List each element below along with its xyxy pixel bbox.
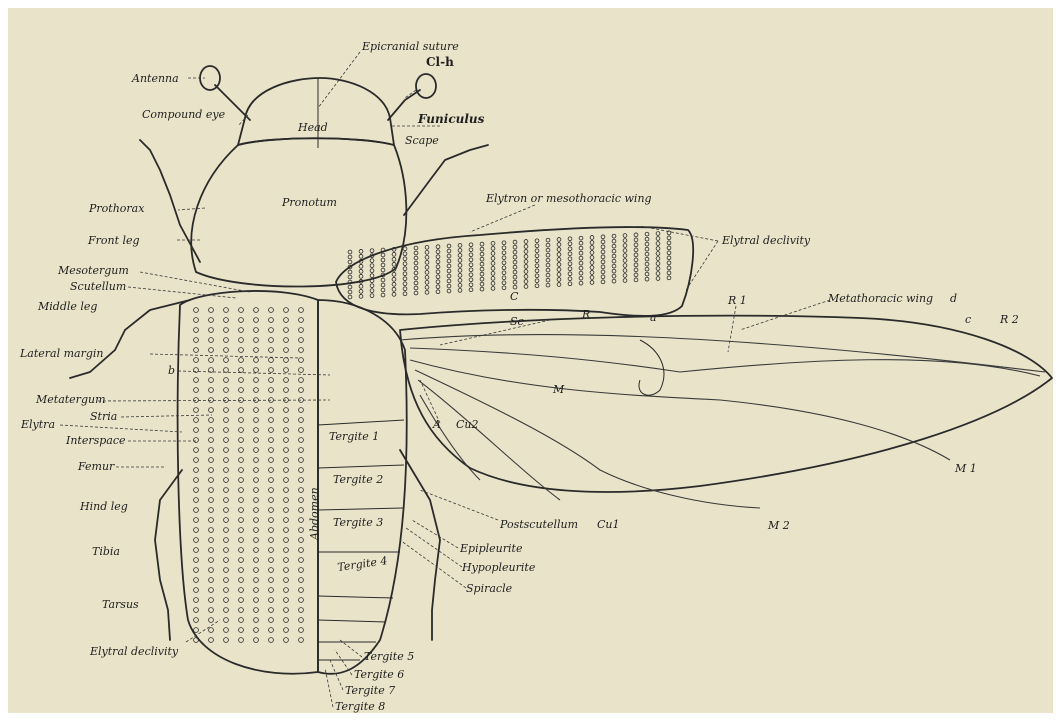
- label-b: b: [168, 364, 175, 377]
- label-elytral-declivity-bottom: Elytral declivity: [89, 645, 179, 658]
- label-r-vein: R: [581, 308, 590, 321]
- label-m1: M 1: [954, 462, 977, 475]
- label-metathoracic-wing: Metathoracic wing: [827, 292, 933, 305]
- label-tergite-3: Tergite 3: [333, 516, 383, 529]
- label-r1: R 1: [727, 294, 747, 307]
- label-tibia: Tibia: [92, 545, 120, 558]
- label-head: Head: [297, 121, 328, 134]
- label-compound-eye: Compound eye: [142, 108, 226, 121]
- label-m-vein: M: [552, 383, 565, 396]
- label-antenna: Antenna: [131, 72, 179, 85]
- label-elytral-declivity-top: Elytral declivity: [721, 234, 811, 247]
- label-interspace: Interspace: [65, 434, 126, 447]
- label-epipleurite: Epipleurite: [459, 542, 523, 555]
- label-scape: Scape: [405, 134, 439, 147]
- label-a-vein: A: [432, 418, 441, 431]
- label-cu2: Cu2: [456, 418, 479, 431]
- label-d: d: [950, 292, 957, 305]
- label-funiculus: Funiculus: [417, 112, 485, 126]
- label-tergite-2: Tergite 2: [333, 473, 383, 486]
- label-tergite-6: Tergite 6: [354, 668, 404, 681]
- label-middle-leg: Middle leg: [37, 300, 97, 313]
- label-r2: R 2: [999, 313, 1019, 326]
- label-elytron-mesothoracic-wing: Elytron or mesothoracic wing: [485, 192, 652, 205]
- label-abdomen: Abdomen: [308, 487, 321, 541]
- label-metatergum: Metatergum: [35, 393, 106, 406]
- label-sc: Sc: [510, 315, 524, 328]
- label-prothorax: Prothorax: [88, 202, 145, 215]
- label-m2: M 2: [767, 519, 790, 532]
- label-cl-h: Cl-h: [426, 55, 454, 69]
- label-spiracle: Spiracle: [466, 582, 513, 595]
- label-tergite-1: Tergite 1: [329, 430, 379, 443]
- label-femur: Femur: [77, 460, 115, 473]
- label-tarsus: Tarsus: [102, 598, 139, 611]
- label-scutellum: Scutellum: [70, 280, 126, 293]
- label-cu1: Cu1: [597, 518, 620, 531]
- label-a-small: a: [650, 311, 657, 324]
- label-pronotum: Pronotum: [281, 196, 337, 209]
- label-tergite-8: Tergite 8: [335, 700, 385, 713]
- label-hind-leg: Hind leg: [79, 500, 128, 513]
- label-c-vein: C: [510, 290, 519, 303]
- label-c-small: c: [965, 313, 971, 326]
- label-lateral-margin: Lateral margin: [19, 347, 104, 360]
- label-front-leg: Front leg: [87, 234, 140, 247]
- label-postscutellum: Postscutellum: [499, 518, 578, 531]
- label-hypopleurite: Hypopleurite: [461, 561, 536, 574]
- label-elytra: Elytra: [20, 418, 55, 431]
- label-epicranial-suture: Epicranial suture: [361, 40, 459, 53]
- label-mesotergum: Mesotergum: [57, 264, 129, 277]
- label-stria: Stria: [90, 410, 117, 423]
- label-tergite-7: Tergite 7: [345, 684, 395, 697]
- label-tergite-5: Tergite 5: [364, 650, 414, 663]
